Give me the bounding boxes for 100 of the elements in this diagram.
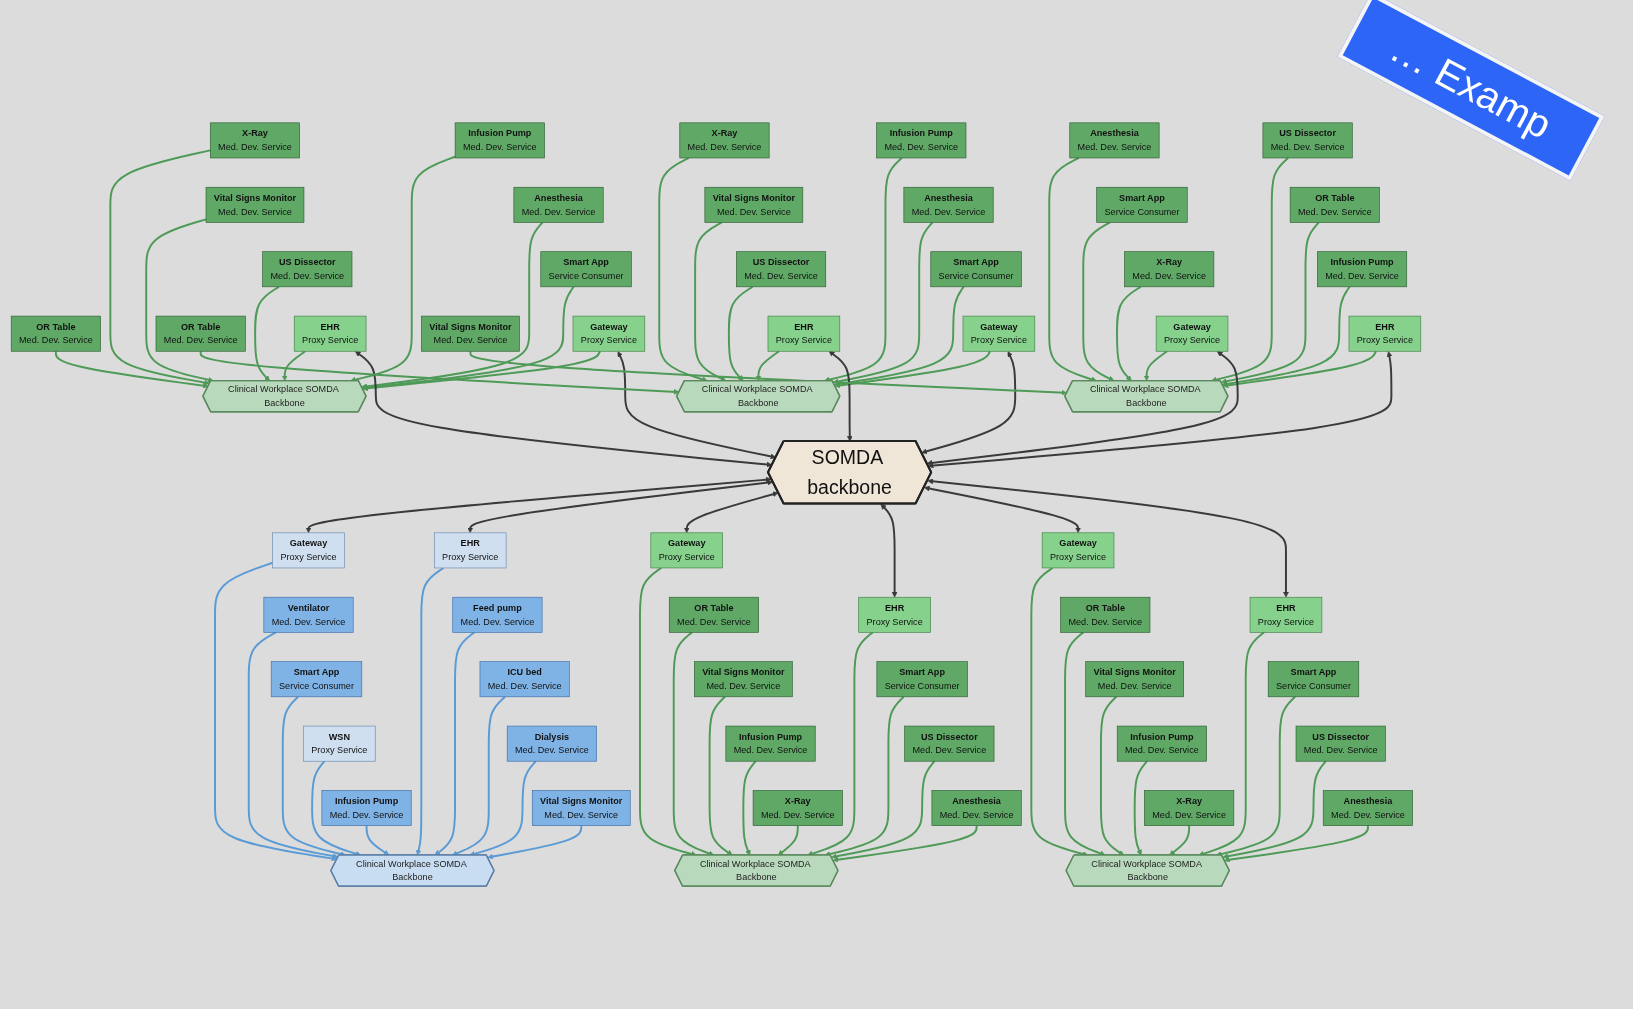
arrow xyxy=(145,218,214,383)
node-box: Anesthesia Med. Dev. Service xyxy=(1069,122,1160,159)
node-box: Vital Signs Monitor Med. Dev. Service xyxy=(205,186,305,223)
arrow xyxy=(694,221,727,382)
arrow xyxy=(350,155,457,383)
node-box: Infusion Pump Med. Dev. Service xyxy=(876,122,967,159)
arrow xyxy=(708,695,733,856)
arrow xyxy=(1116,285,1142,382)
arrow xyxy=(927,478,1289,598)
node-box: Smart App Service Consumer xyxy=(540,251,632,288)
node-box: X-Ray Med. Dev. Service xyxy=(1144,790,1235,826)
node-box: Gateway Proxy Service xyxy=(962,315,1036,352)
node-box: EHR Proxy Service xyxy=(293,315,367,352)
node-box: Infusion Pump Med. Dev. Service xyxy=(725,725,816,762)
arrow xyxy=(1222,760,1327,860)
node-box: Smart App Service Consumer xyxy=(1096,186,1188,223)
arrow xyxy=(926,351,1239,466)
node-box: OR Table Med. Dev. Service xyxy=(155,315,246,352)
arrow xyxy=(727,285,754,382)
node-box: EHR Proxy Service xyxy=(1348,315,1422,352)
node-box: Smart App Service Consumer xyxy=(876,661,968,698)
node-box: Vital Signs Monitor Med. Dev. Service xyxy=(531,790,631,826)
node-box: OR Table Med. Dev. Service xyxy=(10,315,101,352)
arrow xyxy=(1143,350,1169,382)
node-box: Infusion Pump Med. Dev. Service xyxy=(1116,725,1207,762)
arrow xyxy=(1222,350,1377,389)
node-box: Vital Signs Monitor Med. Dev. Service xyxy=(1085,661,1184,698)
arrow xyxy=(924,485,1081,534)
arrow xyxy=(467,479,773,534)
node-box: X-Ray Med. Dev. Service xyxy=(679,122,770,159)
arrow xyxy=(487,824,583,860)
node-box: EHR Proxy Service xyxy=(1249,596,1323,633)
arrow xyxy=(247,631,339,859)
arrow xyxy=(834,350,991,389)
node-box: Vital Signs Monitor Med. Dev. Service xyxy=(694,661,793,698)
node-box: US Dissector Med. Dev. Service xyxy=(1295,725,1386,762)
node-box: Gateway Proxy Service xyxy=(272,532,345,569)
arrow xyxy=(254,285,280,382)
arrow xyxy=(823,157,903,383)
node-box: Gateway Proxy Service xyxy=(572,315,646,352)
node-box: EHR Proxy Service xyxy=(767,315,841,352)
node-box: Gateway Proxy Service xyxy=(1041,532,1115,569)
arrow xyxy=(927,351,1393,469)
node-box: Smart App Service Consumer xyxy=(930,251,1022,288)
node-box: Infusion Pump Med. Dev. Service xyxy=(321,790,412,826)
node-box: Infusion Pump Med. Dev. Service xyxy=(1317,251,1408,288)
node-box: Dialysis Med. Dev. Service xyxy=(506,725,597,762)
arrow xyxy=(1099,695,1125,856)
node-box: US Dissector Med. Dev. Service xyxy=(1262,122,1353,159)
node-box: Feed pump Med. Dev. Service xyxy=(452,596,543,633)
arrow xyxy=(355,351,773,468)
arrow xyxy=(199,350,680,395)
node-box: Ventilator Med. Dev. Service xyxy=(263,596,354,633)
arrow xyxy=(1211,157,1290,383)
arrow xyxy=(880,503,898,598)
node-box: EHR Proxy Service xyxy=(433,532,507,569)
node-box: X-Ray Med. Dev. Service xyxy=(1124,251,1215,288)
node-box: Gateway Proxy Service xyxy=(650,532,723,569)
node-box: X-Ray Med. Dev. Service xyxy=(752,790,843,826)
node-box: WSN Proxy Service xyxy=(303,725,376,762)
arrow xyxy=(617,351,777,460)
node-box: OR Table Med. Dev. Service xyxy=(1060,596,1151,633)
arrow xyxy=(281,350,307,382)
node-box: EHR Proxy Service xyxy=(858,596,931,633)
arrow xyxy=(834,285,965,387)
node-box: Infusion Pump Med. Dev. Service xyxy=(454,122,545,159)
node-box: Smart App Service Consumer xyxy=(1267,661,1360,698)
arrow xyxy=(1169,824,1191,856)
node-box: Anesthesia Med. Dev. Service xyxy=(903,186,994,223)
node-box: Anesthesia Med. Dev. Service xyxy=(1322,790,1413,826)
arrow xyxy=(365,824,390,856)
arrow xyxy=(109,149,212,386)
arrow xyxy=(831,760,936,860)
arrow xyxy=(1133,760,1149,856)
arrow xyxy=(828,351,853,442)
arrow xyxy=(832,824,978,863)
arrow xyxy=(1222,285,1351,387)
arrow xyxy=(434,631,476,856)
node-box: Smart App Service Consumer xyxy=(270,661,363,698)
node-box: US Dissector Med. Dev. Service xyxy=(736,251,827,288)
arrow xyxy=(469,350,1068,396)
arrow xyxy=(214,561,338,862)
arrow xyxy=(921,351,1017,455)
node-box: ICU bed Med. Dev. Service xyxy=(479,661,570,698)
arrow xyxy=(1220,221,1320,385)
node-box: US Dissector Med. Dev. Service xyxy=(262,251,353,288)
node-box: X-Ray Med. Dev. Service xyxy=(209,122,300,159)
node-box: OR Table Med. Dev. Service xyxy=(668,596,759,633)
arrow xyxy=(742,760,757,856)
arrow xyxy=(1224,824,1369,863)
node-box: Anesthesia Med. Dev. Service xyxy=(931,790,1022,826)
arrow xyxy=(361,221,544,390)
node-box: OR Table Med. Dev. Service xyxy=(1289,186,1380,223)
arrow xyxy=(305,476,772,534)
arrow xyxy=(451,695,507,856)
arrow xyxy=(683,491,779,534)
arrow xyxy=(54,350,209,389)
node-box: Vital Signs Monitor Med. Dev. Service xyxy=(704,186,804,223)
arrow xyxy=(1215,695,1297,857)
node-box: Gateway Proxy Service xyxy=(1155,315,1229,352)
